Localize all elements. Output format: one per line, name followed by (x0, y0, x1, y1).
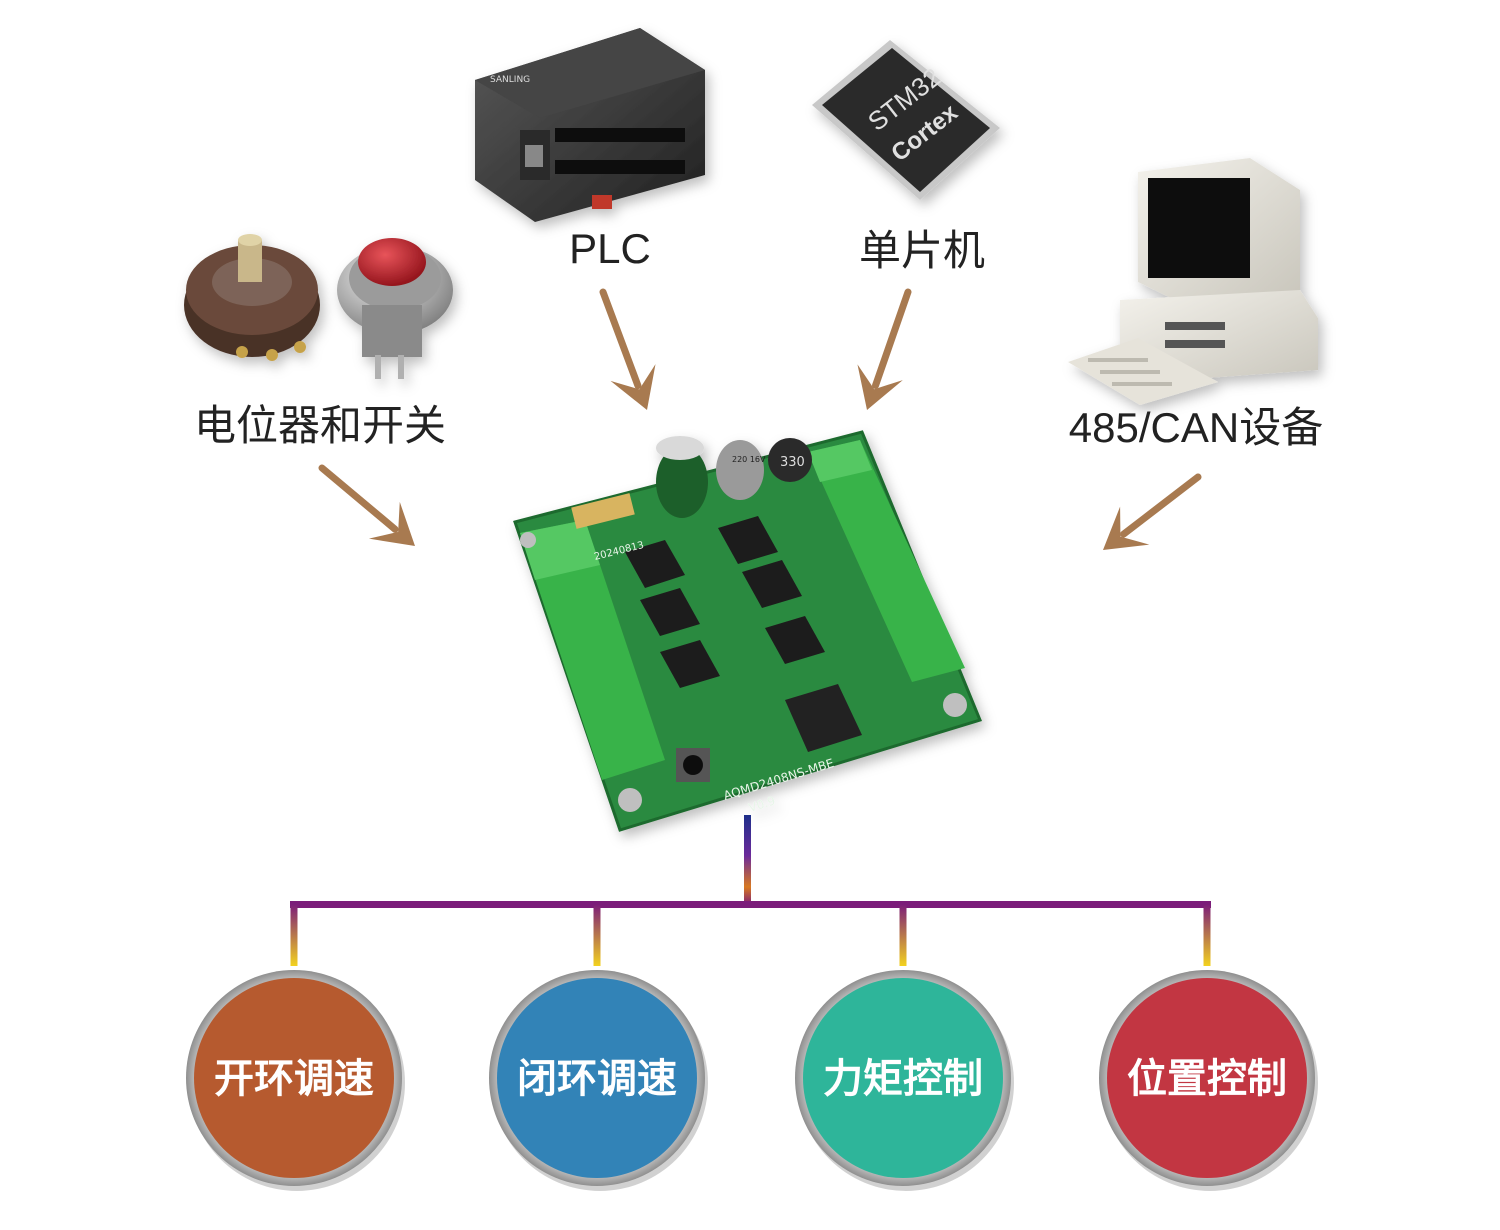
tree-drop-2 (593, 904, 601, 966)
mode-circle-1: 开环调速 (186, 970, 405, 1191)
arrow-pot-switch (318, 464, 415, 546)
mode-tree-connector (290, 815, 1211, 966)
plc-image: SANLING (475, 28, 705, 222)
mode-circle-fill (497, 978, 697, 1178)
stm32-chip-image: STM32 Cortex (812, 40, 1000, 200)
mode-circle-3: 力矩控制 (795, 970, 1014, 1191)
motor-controller-board-image: 220 16V 5H 330 AQMD2408NS-MBE V0.9 20240… (513, 430, 983, 832)
mode-label: 力矩控制 (823, 1056, 983, 1102)
board-version-text: V0.9 (747, 793, 777, 814)
mode-circles: 开环调速 闭环调速 力矩控制 位置控制 (186, 970, 1318, 1191)
input-label-plc: PLC (569, 225, 651, 272)
mode-circle-fill (194, 978, 394, 1178)
input-label-mcu: 单片机 (859, 226, 985, 275)
computer-image (1068, 158, 1318, 405)
capacitor-text: 220 16V 5H (732, 455, 779, 464)
mode-label: 位置控制 (1127, 1056, 1287, 1102)
arrow-bus-device (1103, 473, 1202, 550)
input-arrows (318, 288, 1202, 550)
arrow-plc (599, 288, 656, 410)
tree-stem (744, 815, 751, 905)
plc-brand-text: SANLING (490, 75, 530, 85)
mode-label: 开环调速 (214, 1056, 374, 1102)
mode-label: 闭环调速 (517, 1056, 677, 1102)
potentiometer-switch-image (184, 234, 453, 379)
arrow-mcu (857, 288, 912, 410)
mode-circle-fill (1107, 978, 1307, 1178)
tree-drop-1 (290, 904, 298, 966)
tree-bar (290, 901, 1211, 908)
mode-circle-4: 位置控制 (1099, 970, 1318, 1191)
inductor-text: 330 (780, 455, 805, 470)
mode-circle-2: 闭环调速 (489, 970, 708, 1191)
input-label-bus-device: 485/CAN设备 (1069, 404, 1323, 451)
mode-circle-fill (803, 978, 1003, 1178)
tree-drop-4 (1203, 904, 1211, 966)
tree-drop-3 (899, 904, 907, 966)
input-label-pot-switch: 电位器和开关 (194, 401, 446, 450)
